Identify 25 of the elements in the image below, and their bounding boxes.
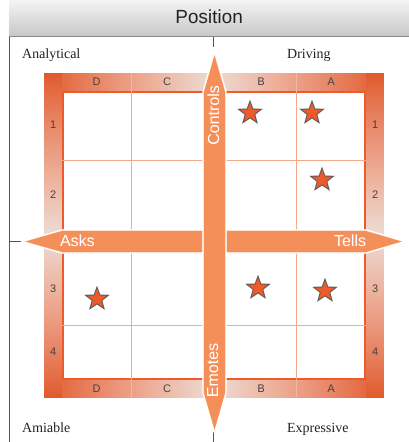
scale-label: 3	[372, 282, 378, 297]
scale-label: C	[163, 382, 171, 397]
scale-label: 1	[50, 118, 56, 134]
scale-label: 4	[50, 345, 56, 360]
scale-label: D	[92, 382, 100, 397]
title-bar: Position	[9, 0, 409, 37]
quadrant-label: Expressive	[287, 420, 348, 438]
scale-label: 4	[372, 345, 378, 360]
scale-label: C	[163, 74, 171, 90]
quadrant-label: Analytical	[22, 46, 80, 64]
scale-label: D	[92, 74, 100, 90]
quadrant-label: Amiable	[22, 420, 70, 438]
scale-label: 3	[50, 282, 56, 297]
scale-label: 2	[50, 188, 56, 203]
axis-label: Tells	[334, 232, 366, 252]
scale-label: A	[327, 382, 335, 397]
quadrant-label: Driving	[287, 46, 331, 64]
scale-label: 2	[372, 188, 378, 203]
scale-label: 1	[372, 118, 378, 134]
scale-label: A	[327, 74, 335, 90]
scale-label: B	[257, 74, 265, 90]
axis-label: Controls	[206, 85, 222, 145]
axis-label: Emotes	[206, 342, 222, 398]
scale-label: B	[257, 382, 265, 397]
axis-label: Asks	[60, 232, 95, 252]
